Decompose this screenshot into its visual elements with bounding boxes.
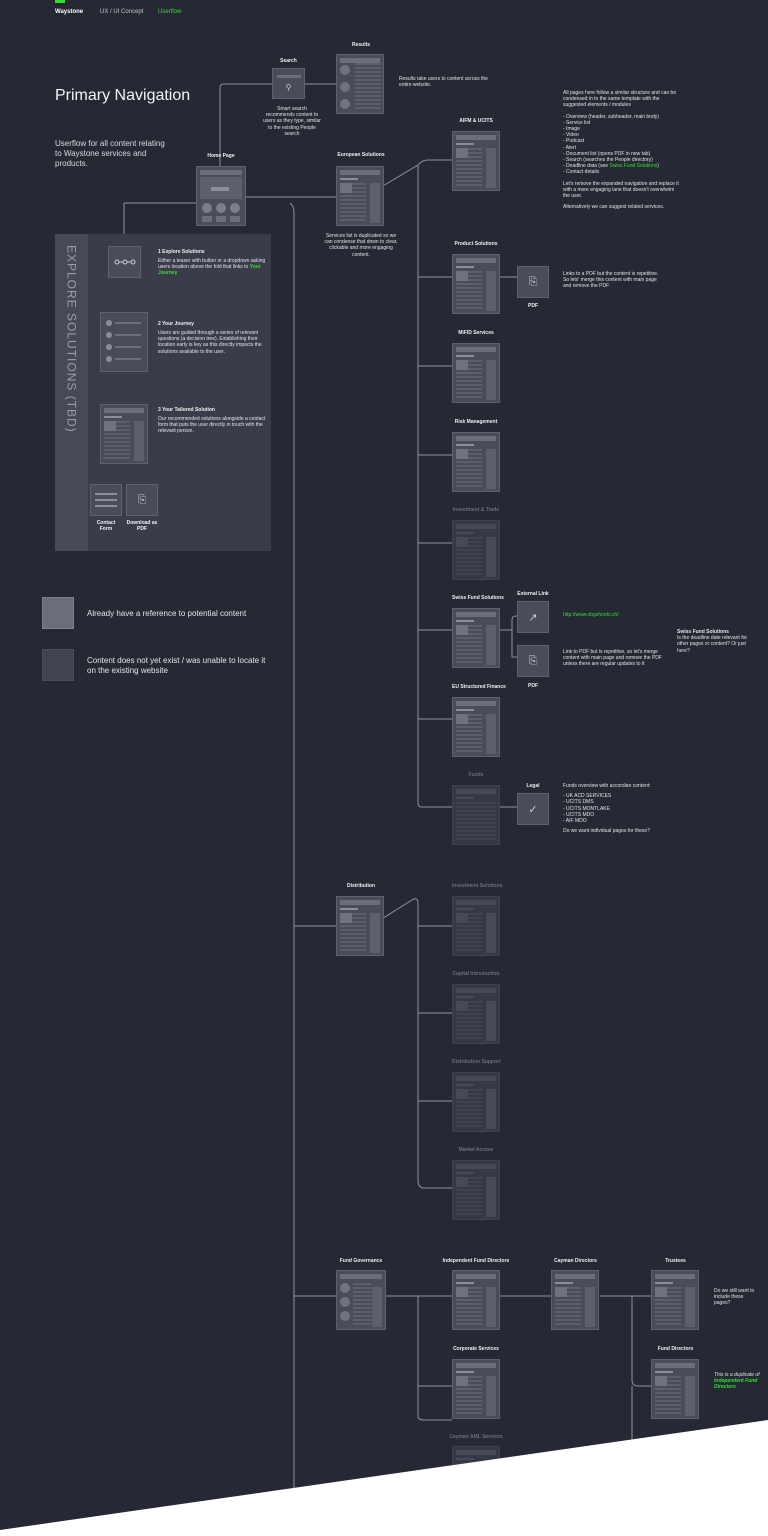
legend-existing: Already have a reference to potential co…: [87, 609, 247, 618]
page-subtitle: Userflow for all content relating to Way…: [55, 139, 165, 168]
product-note: Links to a PDF but the content is repeti…: [563, 271, 659, 290]
fund-governance-page[interactable]: [336, 1270, 386, 1330]
explore-title: EXPLORE SOLUTIONS (TBD): [64, 245, 79, 433]
pdf-icon[interactable]: ⎘: [126, 484, 158, 516]
trustees-label: Trustees: [665, 1258, 686, 1264]
product-label: Product Solutions: [454, 241, 498, 247]
step-1: 1 Explore Solutions Either a teaser with…: [158, 249, 266, 277]
market-access-label: Market Access: [458, 1147, 494, 1153]
trustees-note: Do we still want to include these pages?: [714, 1288, 755, 1307]
funds-note: Funds overview with accordian content: -…: [563, 783, 651, 835]
risk-page[interactable]: [452, 432, 500, 492]
eu-structured-label: EU Structured Finance: [452, 684, 506, 690]
external-link-icon[interactable]: ↗: [517, 601, 549, 633]
corporate-services-page[interactable]: [452, 1359, 500, 1419]
funds-page[interactable]: [452, 785, 500, 845]
explore-strip: [55, 234, 88, 551]
results-label: Results: [351, 42, 371, 48]
swiss-question: Swiss Fund Solutions Is the deadline dat…: [677, 629, 748, 654]
download-pdf-label: Download as PDF: [126, 520, 158, 532]
search-note: Smart search recommends content to users…: [263, 106, 321, 137]
pdf-icon[interactable]: ⎘: [517, 266, 549, 298]
search-icon: ⚲: [285, 83, 292, 92]
investment-trade-label: Investment & Trade: [452, 507, 500, 513]
results-page[interactable]: [336, 54, 384, 114]
legend-swatch-missing: [42, 649, 74, 681]
fund-directors-note: This is a duplicate of Independent Fund …: [714, 1372, 760, 1391]
breadcrumb[interactable]: UX / UI Concept: [100, 9, 144, 15]
brand-name[interactable]: Waystone: [55, 9, 84, 15]
european-page[interactable]: [336, 166, 384, 226]
swiss-label: Swiss Fund Solutions: [452, 595, 504, 601]
mifid-label: MiFID Services: [458, 330, 494, 336]
pdf-icon[interactable]: ⎘: [517, 645, 549, 677]
cayman-aml-label: Cayman AML Services: [449, 1434, 503, 1440]
funds-label: Funds: [468, 772, 484, 778]
legend-missing: Content does not yet exist / was unable …: [87, 656, 266, 675]
explore-step-icon[interactable]: [108, 246, 141, 278]
services-note: Services list is duplicated so we can co…: [324, 233, 398, 258]
page-title: Primary Navigation: [55, 87, 191, 104]
corporate-services-label: Corporate Services: [453, 1346, 499, 1352]
fund-governance-label: Fund Governance: [339, 1258, 383, 1264]
swiss-url[interactable]: http://www.obgsfunds.ch/: [563, 612, 619, 618]
ifd-label: Independent Fund Directors: [442, 1258, 510, 1264]
distribution-page[interactable]: [336, 896, 384, 956]
flow-icon: [114, 259, 135, 265]
ifd-page[interactable]: [452, 1270, 500, 1330]
aifm-page[interactable]: [452, 131, 500, 191]
risk-label: Risk Management: [454, 419, 498, 425]
legend-swatch-existing: [42, 597, 74, 629]
pdf-label-1: PDF: [528, 303, 538, 309]
search-label: Search: [280, 58, 297, 64]
fund-directors-label: Fund Directors: [657, 1346, 694, 1352]
home-label: Home Page: [207, 153, 235, 159]
distribution-support-label: Distribution Support: [452, 1059, 501, 1065]
aifm-label: AIFM & UCITS: [459, 118, 493, 124]
distribution-label: Distribution: [346, 883, 376, 889]
external-link-label: External Link: [517, 591, 549, 597]
mifid-page[interactable]: [452, 343, 500, 403]
search-node[interactable]: ⚲: [272, 68, 305, 99]
swiss-pdf-note: Link to PDF but is repetitive, so let's …: [563, 649, 662, 668]
capital-intro-label: Capital Introduction: [452, 971, 500, 977]
structure-note: All pages here follow a similar structur…: [563, 90, 679, 211]
journey-page[interactable]: [100, 312, 148, 372]
eu-structured-page[interactable]: [452, 697, 500, 757]
results-note: Results take users to content across the…: [399, 76, 488, 89]
distribution-support-page[interactable]: [452, 1072, 500, 1132]
product-page[interactable]: [452, 254, 500, 314]
investment-trade-page[interactable]: [452, 520, 500, 580]
pdf-label-2: PDF: [528, 683, 538, 689]
capital-intro-page[interactable]: [452, 984, 500, 1044]
tailored-page[interactable]: [100, 404, 148, 464]
fund-directors-page[interactable]: [651, 1359, 699, 1419]
legal-icon[interactable]: ✓: [517, 793, 549, 825]
european-label: European Solutions: [337, 152, 385, 158]
cayman-directors-label: Cayman Directors: [554, 1258, 597, 1264]
step-3: 3 Your Tailored Solution Our recommended…: [158, 407, 266, 435]
legal-label: Legal: [526, 783, 540, 789]
market-access-page[interactable]: [452, 1160, 500, 1220]
step-2: 2 Your Journey Users are guided through …: [158, 321, 262, 355]
brand-mark: [55, 0, 65, 3]
cayman-directors-page[interactable]: [551, 1270, 599, 1330]
swiss-page[interactable]: [452, 608, 500, 668]
investment-solutions-label: Investment Solutions: [452, 883, 503, 889]
current-page: Userflow: [158, 9, 182, 15]
investment-solutions-page[interactable]: [452, 896, 500, 956]
cayman-aml-page[interactable]: [452, 1446, 500, 1506]
home-page[interactable]: [196, 166, 246, 226]
contact-form-label: Contact Form: [96, 520, 116, 532]
trustees-page[interactable]: [651, 1270, 699, 1330]
contact-form-icon[interactable]: [90, 484, 122, 516]
